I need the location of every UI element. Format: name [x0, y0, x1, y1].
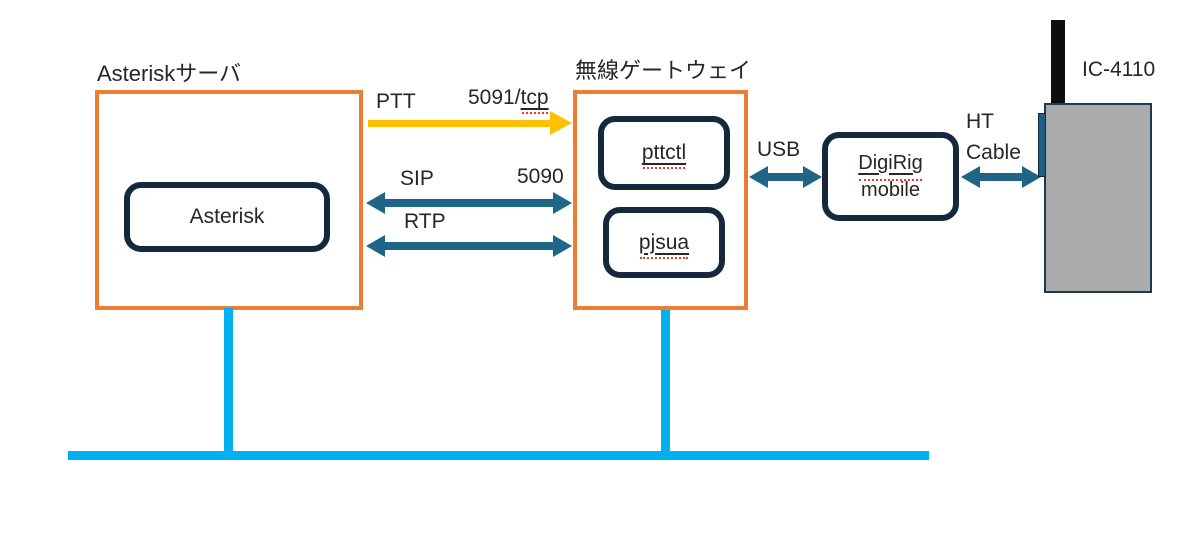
pjsua-node-label: pjsua — [638, 230, 690, 259]
network-bus-line — [68, 451, 929, 460]
rtp-arrow-shaft — [385, 242, 553, 250]
radio-body-icon — [1044, 103, 1152, 293]
asterisk-node-label: Asterisk — [189, 205, 265, 228]
ht-arrowhead-left-icon — [961, 166, 980, 188]
asterisk-network-drop-line — [224, 308, 233, 453]
radio-antenna-icon — [1051, 20, 1065, 110]
ptt-arrow-shaft — [368, 119, 550, 127]
ht-cable-label: HT Cable — [966, 110, 1021, 164]
ptt-port-label: 5091/tcp — [468, 86, 549, 114]
pttctl-node: pttctl — [598, 116, 730, 190]
asterisk-server-title: Asteriskサーバ — [97, 61, 242, 86]
usb-arrow — [749, 166, 822, 188]
pjsua-node: pjsua — [603, 207, 725, 278]
usb-arrow-shaft — [768, 173, 803, 181]
usb-arrowhead-right-icon — [803, 166, 822, 188]
ptt-arrowhead-icon — [550, 111, 572, 135]
digirig-node-sublabel: mobile — [861, 178, 920, 201]
sip-link-label: SIP — [400, 167, 434, 190]
digirig-node-label: DigiRig — [858, 150, 923, 181]
rtp-arrowhead-right-icon — [553, 235, 572, 257]
gateway-network-drop-line — [661, 310, 670, 453]
pttctl-node-label: pttctl — [641, 141, 687, 169]
radio-jack-icon — [1038, 113, 1046, 177]
digirig-node: DigiRig mobile — [822, 132, 959, 221]
ptt-link-label: PTT — [376, 90, 416, 113]
sip-arrow — [366, 192, 572, 214]
sip-arrow-shaft — [385, 199, 553, 207]
rtp-link-label: RTP — [404, 210, 446, 233]
usb-arrowhead-left-icon — [749, 166, 768, 188]
ht-cable-arrow — [961, 166, 1041, 188]
asterisk-node: Asterisk — [124, 182, 330, 252]
ht-arrow-shaft — [980, 173, 1022, 181]
ht-arrowhead-right-icon — [1022, 166, 1041, 188]
sip-arrowhead-left-icon — [366, 192, 385, 214]
gateway-title: 無線ゲートウェイ — [575, 58, 752, 83]
usb-link-label: USB — [757, 138, 801, 161]
sip-arrowhead-right-icon — [553, 192, 572, 214]
sip-port-label: 5090 — [517, 165, 564, 188]
radio-model-label: IC-4110 — [1082, 58, 1156, 81]
rtp-arrowhead-left-icon — [366, 235, 385, 257]
rtp-arrow — [366, 235, 572, 257]
ptt-arrow — [368, 111, 572, 135]
